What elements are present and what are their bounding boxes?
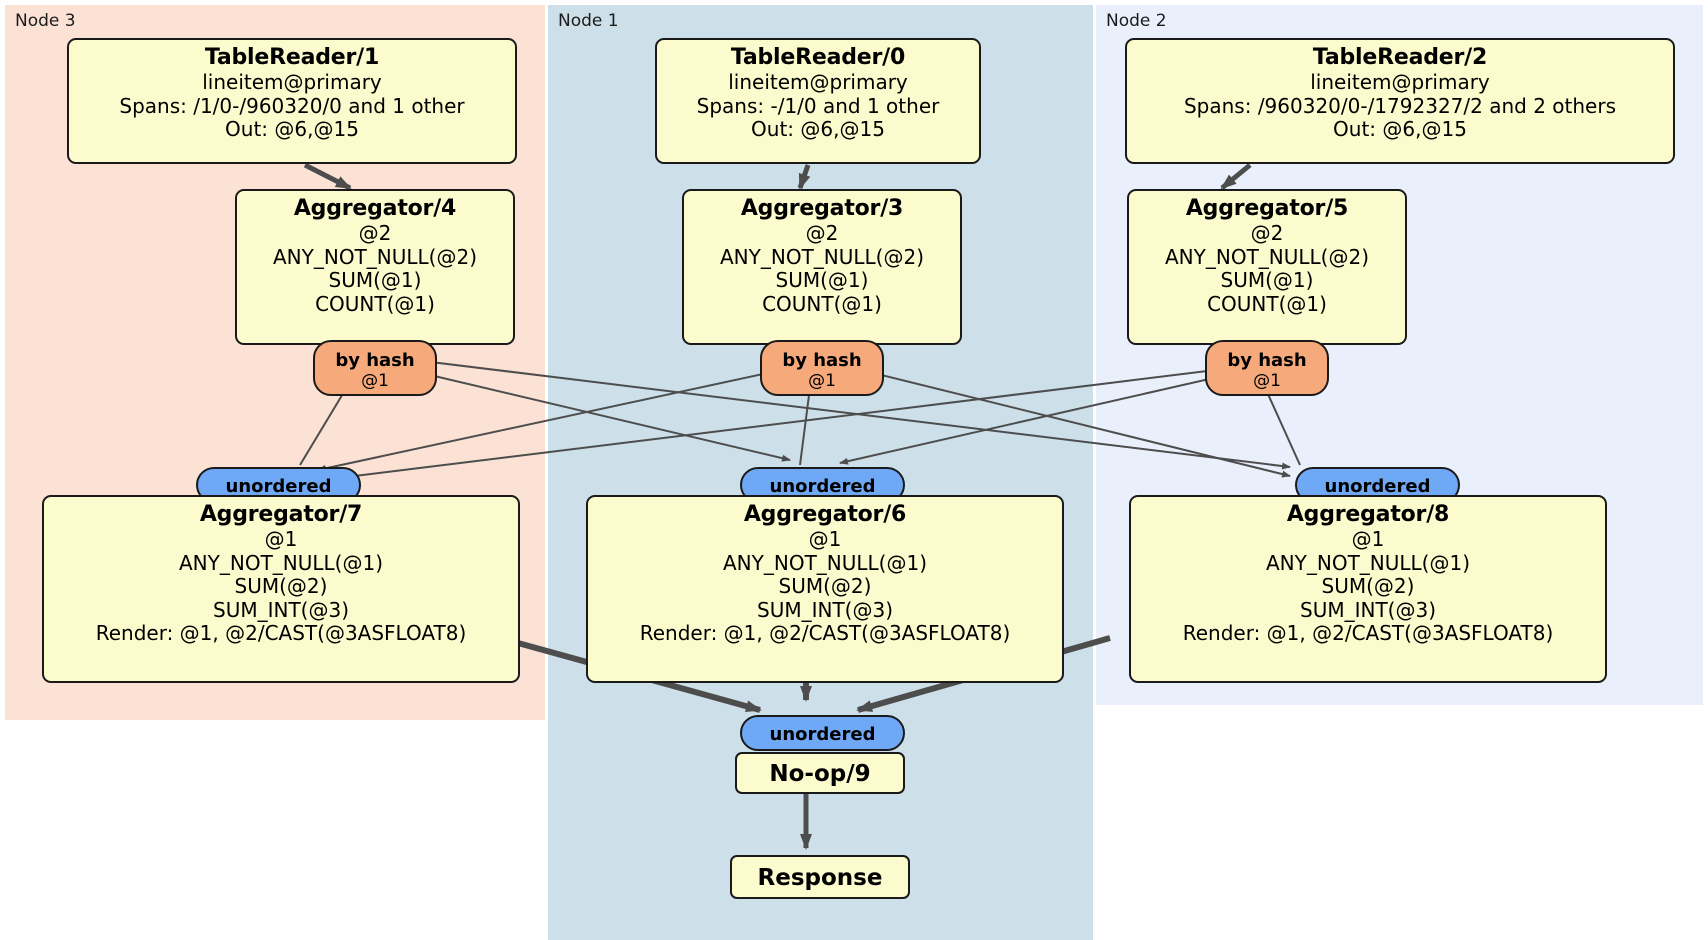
processor-no-op-9[interactable]: No-op/9: [735, 752, 905, 794]
panel-node-2-label: Node 2: [1106, 11, 1167, 31]
processor-detail-line: ANY_NOT_NULL(@1): [1266, 550, 1470, 575]
router-by-hash-left[interactable]: by hash @1: [313, 340, 437, 396]
processor-detail-line: ANY_NOT_NULL(@2): [273, 244, 477, 269]
processor-detail-line: lineitem@primary: [202, 69, 382, 94]
processor-detail-line: COUNT(@1): [315, 291, 435, 316]
processor-detail-line: @2: [358, 220, 392, 245]
processor-detail-line: ANY_NOT_NULL(@2): [720, 244, 924, 269]
processor-detail-line: SUM(@2): [234, 574, 328, 599]
processor-aggregator-3[interactable]: Aggregator/3 @2 ANY_NOT_NULL(@2) SUM(@1)…: [682, 189, 962, 345]
processor-aggregator-4[interactable]: Aggregator/4 @2 ANY_NOT_NULL(@2) SUM(@1)…: [235, 189, 515, 345]
router-sub-label: @1: [1253, 371, 1281, 391]
processor-title: Aggregator/6: [743, 502, 907, 527]
processor-detail-line: Spans: /1/0-/960320/0 and 1 other: [119, 93, 465, 118]
router-unordered-final[interactable]: unordered: [740, 715, 905, 751]
router-by-hash-mid[interactable]: by hash @1: [760, 340, 884, 396]
processor-detail-line: SUM(@2): [778, 574, 872, 599]
processor-detail-line: COUNT(@1): [1207, 291, 1327, 316]
processor-aggregator-8[interactable]: Aggregator/8 @1 ANY_NOT_NULL(@1) SUM(@2)…: [1129, 495, 1607, 683]
router-label: by hash: [335, 350, 415, 371]
processor-title: Aggregator/3: [740, 196, 904, 221]
processor-detail-line: Render: @1, @2/CAST(@3ASFLOAT8): [95, 621, 467, 646]
processor-table-reader-1[interactable]: TableReader/1 lineitem@primary Spans: /1…: [67, 38, 517, 164]
processor-title: TableReader/0: [730, 45, 906, 70]
router-label: unordered: [769, 476, 876, 497]
processor-title: TableReader/1: [204, 45, 380, 70]
processor-detail-line: Render: @1, @2/CAST(@3ASFLOAT8): [1182, 621, 1554, 646]
processor-detail-line: @1: [264, 526, 298, 551]
processor-detail-line: ANY_NOT_NULL(@2): [1165, 244, 1369, 269]
processor-detail-line: SUM(@1): [328, 268, 422, 293]
processor-title: Aggregator/8: [1286, 502, 1450, 527]
router-label: by hash: [1227, 350, 1307, 371]
processor-detail-line: Out: @6,@15: [225, 117, 359, 142]
processor-detail-line: SUM(@2): [1321, 574, 1415, 599]
router-label: unordered: [225, 476, 332, 497]
processor-title: Aggregator/4: [293, 196, 457, 221]
processor-detail-line: @1: [808, 526, 842, 551]
router-sub-label: @1: [361, 371, 389, 391]
processor-detail-line: SUM(@1): [1220, 268, 1314, 293]
processor-detail-line: lineitem@primary: [728, 69, 908, 94]
processor-detail-line: @2: [1250, 220, 1284, 245]
processor-detail-line: SUM_INT(@3): [757, 597, 893, 622]
router-by-hash-right[interactable]: by hash @1: [1205, 340, 1329, 396]
processor-title: No-op/9: [769, 761, 871, 787]
processor-title: Aggregator/7: [199, 502, 363, 527]
processor-detail-line: Spans: /960320/0-/1792327/2 and 2 others: [1183, 93, 1616, 118]
processor-aggregator-7[interactable]: Aggregator/7 @1 ANY_NOT_NULL(@1) SUM(@2)…: [42, 495, 520, 683]
processor-detail-line: SUM_INT(@3): [213, 597, 349, 622]
processor-detail-line: ANY_NOT_NULL(@1): [179, 550, 383, 575]
router-label: by hash: [782, 350, 862, 371]
router-sub-label: @1: [808, 371, 836, 391]
router-label: unordered: [1324, 476, 1431, 497]
panel-node-3-label: Node 3: [15, 11, 76, 31]
processor-aggregator-6[interactable]: Aggregator/6 @1 ANY_NOT_NULL(@1) SUM(@2)…: [586, 495, 1064, 683]
router-label: unordered: [769, 724, 876, 745]
processor-detail-line: COUNT(@1): [762, 291, 882, 316]
processor-title: Response: [757, 865, 883, 891]
processor-aggregator-5[interactable]: Aggregator/5 @2 ANY_NOT_NULL(@2) SUM(@1)…: [1127, 189, 1407, 345]
processor-detail-line: SUM_INT(@3): [1300, 597, 1436, 622]
processor-table-reader-0[interactable]: TableReader/0 lineitem@primary Spans: -/…: [655, 38, 981, 164]
processor-detail-line: ANY_NOT_NULL(@1): [723, 550, 927, 575]
processor-detail-line: Spans: -/1/0 and 1 other: [696, 93, 940, 118]
processor-detail-line: @1: [1351, 526, 1385, 551]
processor-title: TableReader/2: [1312, 45, 1488, 70]
processor-detail-line: Out: @6,@15: [751, 117, 885, 142]
processor-detail-line: SUM(@1): [775, 268, 869, 293]
processor-detail-line: @2: [805, 220, 839, 245]
processor-table-reader-2[interactable]: TableReader/2 lineitem@primary Spans: /9…: [1125, 38, 1675, 164]
processor-detail-line: Render: @1, @2/CAST(@3ASFLOAT8): [639, 621, 1011, 646]
panel-node-1-label: Node 1: [558, 11, 619, 31]
processor-response[interactable]: Response: [730, 855, 910, 899]
processor-detail-line: lineitem@primary: [1310, 69, 1490, 94]
processor-detail-line: Out: @6,@15: [1333, 117, 1467, 142]
processor-title: Aggregator/5: [1185, 196, 1349, 221]
